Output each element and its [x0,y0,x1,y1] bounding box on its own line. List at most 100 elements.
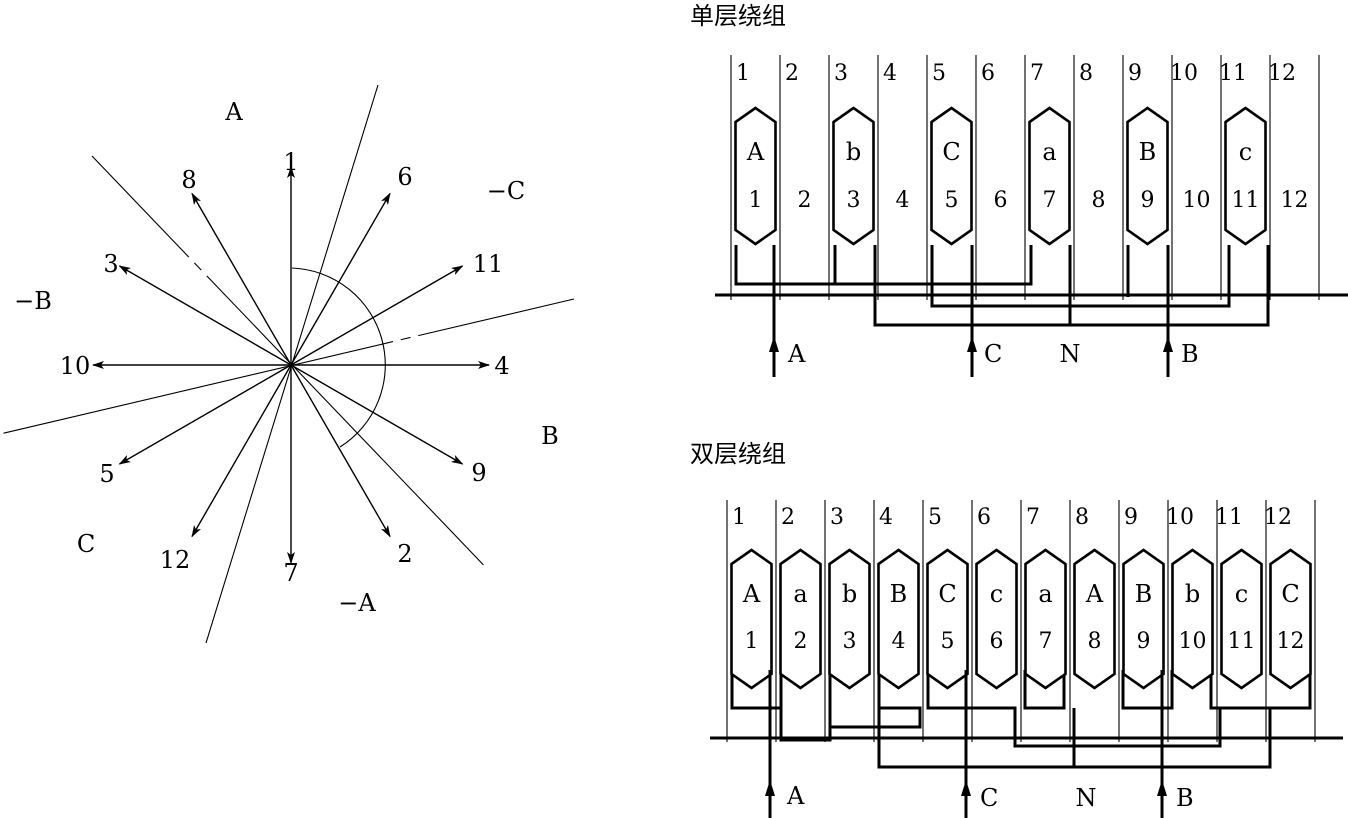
terminal-arrow-icon [961,780,971,796]
coil-slot-number-5: 5 [941,629,955,654]
coil-C-slot-12 [1269,548,1312,690]
coil-slot-number-5: 5 [945,188,959,213]
slot-number-9: 9 [1128,61,1142,86]
coil-letter-c: c [1235,580,1248,608]
zone-label-a: A [224,98,243,126]
terminal-label-n: N [1076,784,1097,812]
terminal-arrow-icon [769,336,779,352]
zone-label-b: B [541,422,559,450]
phasor-label-12: 12 [160,546,191,574]
coil-letter-c: c [990,580,1003,608]
terminal-label-a: A [786,782,805,810]
coil-letter-b: b [1185,580,1200,608]
phasor-arrow-3 [118,265,292,366]
coil-B-slot-9 [1126,106,1169,246]
double-layer-conn [730,670,783,710]
coil-letter-A: A [742,580,761,608]
terminal-label-a: A [787,340,806,368]
phasor-arrow-6 [290,192,391,366]
coil-letter-A: A [1085,580,1104,608]
coil-C-slot-5 [926,548,969,690]
double-layer-conn [779,670,832,742]
coil-b-slot-3 [832,106,875,246]
double-layer-conn [1209,670,1312,710]
phasor-arrow-9 [290,364,464,465]
phasor-label-4: 4 [494,352,509,380]
terminal-label-b: B [1176,784,1194,812]
double-layer-conn [1121,670,1174,710]
phasor-arrow-8 [191,192,292,366]
slot-number-2: 2 [785,61,799,86]
coil-slot-number-1: 1 [745,629,759,654]
coil-A-slot-8 [1073,548,1116,690]
coil-c-slot-11 [1220,548,1263,690]
phasor-label-2: 2 [397,540,412,568]
slot-number-9: 9 [1124,505,1138,530]
slot-number-5: 5 [932,61,946,86]
slot-label-2: 2 [798,188,812,213]
double-layer-conn [926,670,1222,748]
coil-letter-a: a [1042,138,1056,166]
coil-c-slot-11 [1224,106,1267,246]
coil-slot-number-7: 7 [1043,188,1057,213]
phasor-arrow-11 [290,265,464,366]
slot-number-10: 10 [1170,61,1198,86]
zone-boundary-line [0,298,575,435]
slot-number-3: 3 [834,61,848,86]
zone-label-neg-c: −C [487,177,525,205]
phasor-label-10: 10 [60,352,91,380]
coil-slot-number-11: 11 [1228,629,1256,654]
slot-number-1: 1 [732,505,746,530]
coil-B-slot-9 [1122,548,1165,690]
phasor-label-8: 8 [181,166,196,194]
slot-number-10: 10 [1166,505,1194,530]
slot-number-8: 8 [1075,505,1089,530]
coil-a-slot-7 [1028,106,1071,246]
terminal-label-b: B [1181,340,1199,368]
slot-label-6: 6 [994,188,1008,213]
coil-slot-number-8: 8 [1088,629,1102,654]
zone-label-neg-b: −B [14,287,52,315]
slot-number-11: 11 [1219,61,1247,86]
coil-letter-b: b [842,580,857,608]
coil-A-slot-1 [730,548,773,690]
coil-letter-C: C [942,138,960,166]
coil-letter-B: B [890,580,908,608]
phasor-label-6: 6 [397,163,412,191]
slot-number-8: 8 [1079,61,1093,86]
coil-letter-a: a [1038,580,1052,608]
slot-number-12: 12 [1264,505,1292,530]
single-layer-conn [930,245,1231,308]
coil-letter-c: c [1239,138,1252,166]
phasor-label-1: 1 [283,148,298,176]
coil-letter-A: A [746,138,765,166]
slot-number-4: 4 [879,505,893,530]
slot-number-11: 11 [1215,505,1243,530]
coil-letter-a: a [793,580,807,608]
coil-C-slot-5 [930,106,973,246]
phasor-label-5: 5 [99,460,114,488]
slot-label-10: 10 [1183,188,1211,213]
coil-a-slot-2 [779,548,822,690]
slot-number-12: 12 [1268,61,1296,86]
slot-label-8: 8 [1092,188,1106,213]
phasor-label-7: 7 [283,559,298,587]
coil-slot-number-9: 9 [1141,188,1155,213]
phasor-arrow-2 [290,364,391,538]
single-layer-title: 单层绕组 [690,2,786,30]
double-layer-conn [1023,670,1066,710]
coil-a-slot-7 [1024,548,1067,690]
coil-slot-number-3: 3 [847,188,861,213]
phasor-label-9: 9 [471,459,486,487]
coil-letter-b: b [846,138,861,166]
double-layer-conn [830,670,922,729]
coil-slot-number-9: 9 [1137,629,1151,654]
coil-c-slot-6 [975,548,1018,690]
slot-number-5: 5 [928,505,942,530]
coil-letter-B: B [1139,138,1157,166]
coil-slot-number-4: 4 [892,629,906,654]
